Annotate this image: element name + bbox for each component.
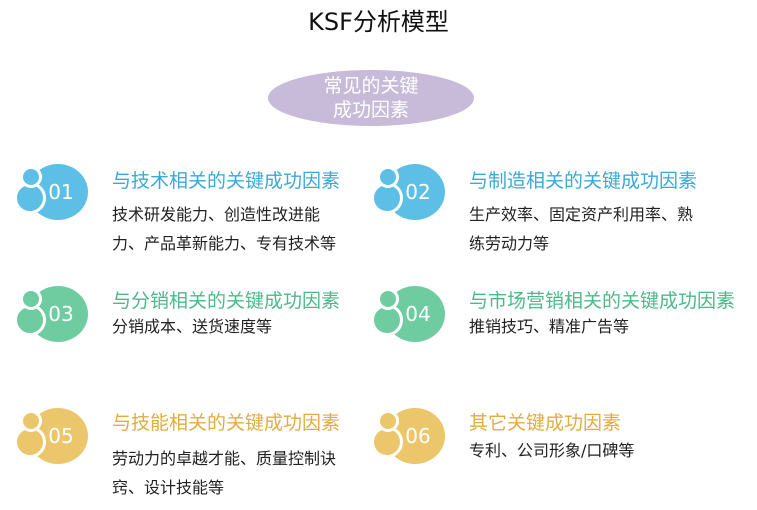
factor-description: 生产效率、固定资产利用率、熟练劳动力等 <box>469 205 694 253</box>
person-icon: 06 <box>371 406 447 466</box>
center-oval: 常见的关键 成功因素 <box>268 70 474 126</box>
person-icon: 01 <box>14 162 90 222</box>
factor-description: 分销成本、送货速度等 <box>112 317 273 336</box>
person-head-shape <box>377 166 399 188</box>
person-icon: 02 <box>371 162 447 222</box>
factor-title: 与分销相关的关键成功因素 <box>112 290 341 312</box>
person-head-shape <box>377 410 399 432</box>
factor-title: 其它关键成功因素 <box>469 412 622 434</box>
page-title: KSF分析模型 <box>308 8 449 36</box>
factor-title: 与技能相关的关键成功因素 <box>112 412 341 434</box>
center-label-line2: 成功因素 <box>332 99 409 121</box>
person-head-shape <box>20 166 42 188</box>
factor-description: 推销技巧、精准广告等 <box>469 317 630 336</box>
person-icon: 05 <box>14 406 90 466</box>
person-head-shape <box>20 288 42 310</box>
factor-description: 劳动力的卓越才能、质量控制诀窍、设计技能等 <box>112 449 337 497</box>
factor-title: 与制造相关的关键成功因素 <box>469 170 698 192</box>
person-icon: 04 <box>371 284 447 344</box>
center-label-line1: 常见的关键 <box>323 75 419 97</box>
factor-description: 专利、公司形象/口碑等 <box>469 441 635 460</box>
person-head-shape <box>377 288 399 310</box>
factor-title: 与市场营销相关的关键成功因素 <box>469 290 736 312</box>
factor-description: 技术研发能力、创造性改进能力、产品革新能力、专有技术等 <box>112 205 337 253</box>
person-head-shape <box>20 410 42 432</box>
person-icon: 03 <box>14 284 90 344</box>
factor-title: 与技术相关的关键成功因素 <box>112 170 341 192</box>
